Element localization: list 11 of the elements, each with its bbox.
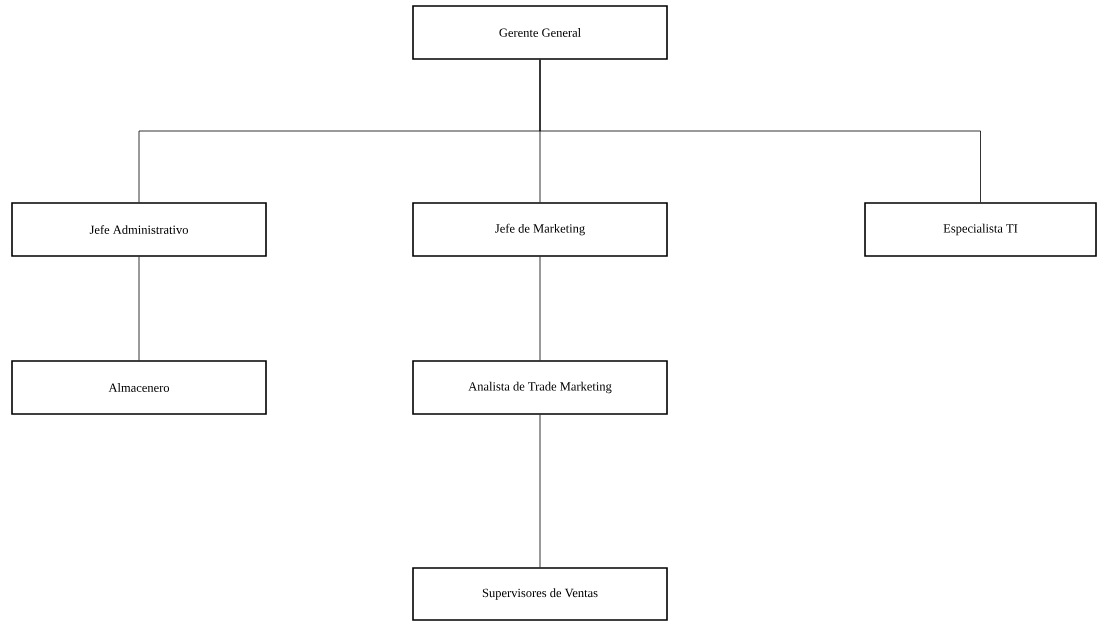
- connector-line: [138, 256, 140, 361]
- org-box: Almacenero: [11, 360, 267, 415]
- connector-line: [539, 59, 981, 203]
- connector-line: [539, 414, 541, 568]
- org-box: Gerente General: [412, 5, 668, 60]
- connector-line: [539, 256, 541, 361]
- org-box: Jefe de Marketing: [412, 202, 668, 257]
- org-box: Analista de Trade Marketing: [412, 360, 668, 415]
- org-box: Especialista TI: [864, 202, 1097, 257]
- org-box: Jefe Administrativo: [11, 202, 267, 257]
- org-box: Supervisores de Ventas: [412, 567, 668, 621]
